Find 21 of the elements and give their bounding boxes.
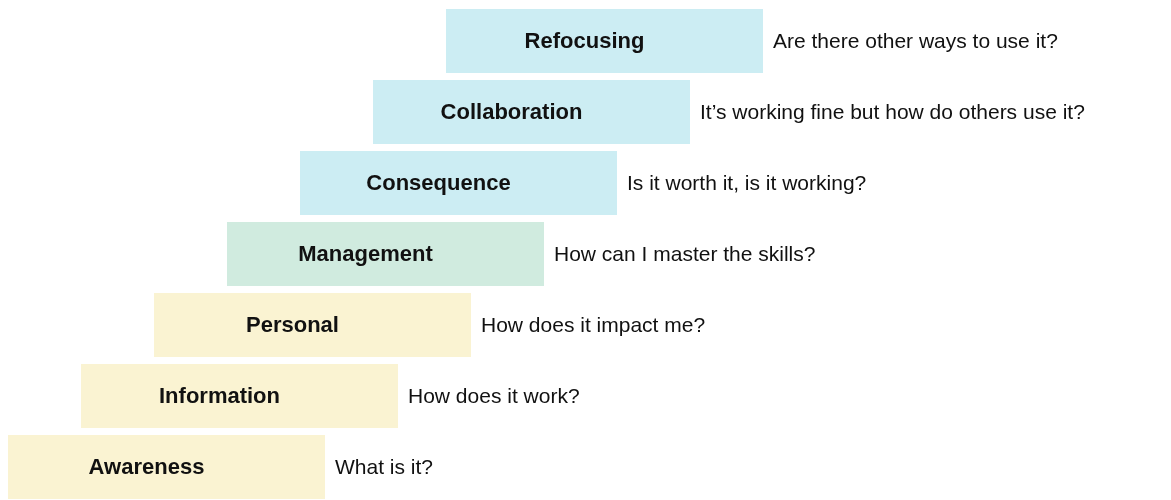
stage-title: Refocusing xyxy=(524,28,645,54)
stage-question: How does it work? xyxy=(408,383,580,409)
stage-question: Is it worth it, is it working? xyxy=(627,170,867,196)
stage-question: It’s working fine but how do others use it? xyxy=(700,99,1085,125)
stage-box xyxy=(373,80,690,144)
stage-title: Personal xyxy=(246,312,339,338)
stage-box xyxy=(446,9,763,73)
stage-box xyxy=(8,435,325,499)
stage-question: Are there other ways to use it? xyxy=(773,28,1058,54)
stage-title: Consequence xyxy=(366,170,511,196)
stage-title: Management xyxy=(298,241,433,267)
stage-title: Information xyxy=(159,383,280,409)
stage-question: What is it? xyxy=(335,454,434,480)
stage-title: Collaboration xyxy=(440,99,583,125)
stage-question: How does it impact me? xyxy=(481,312,706,338)
stage-box xyxy=(154,293,471,357)
stage-box xyxy=(227,222,544,286)
stage-box xyxy=(81,364,398,428)
stage-box xyxy=(300,151,617,215)
stage-question: How can I master the skills? xyxy=(554,241,816,267)
stage-title: Awareness xyxy=(88,454,205,480)
